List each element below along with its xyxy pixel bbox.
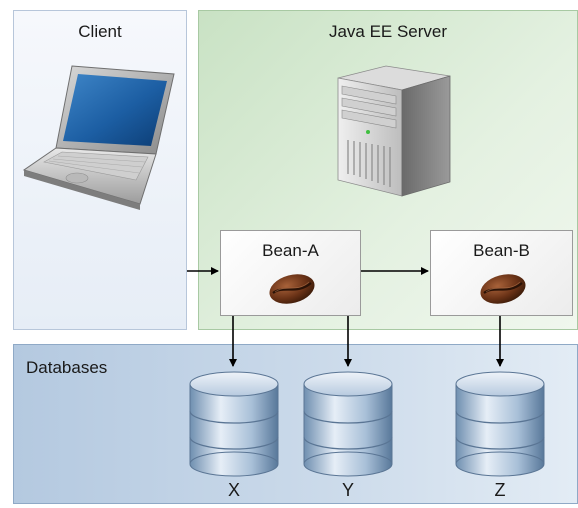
bean-a-box: Bean-A [220,230,361,316]
coffee-bean-icon [269,274,315,304]
coffee-bean-icon [480,274,526,304]
server-tower-icon [337,65,451,197]
databases-label: Databases [26,358,108,377]
bean-a-label: Bean-A [262,241,319,260]
bean-b-label: Bean-B [473,241,530,260]
database-icon [189,371,279,477]
database-y-label: Y [341,480,354,500]
database-x-label: X [227,480,240,500]
laptop-icon [22,65,175,210]
client-label: Client [78,22,122,41]
server-label: Java EE Server [328,22,448,41]
database-z-label: Z [494,480,506,500]
database-icon [455,371,545,477]
database-icon [303,371,393,477]
bean-b-box: Bean-B [430,230,573,316]
